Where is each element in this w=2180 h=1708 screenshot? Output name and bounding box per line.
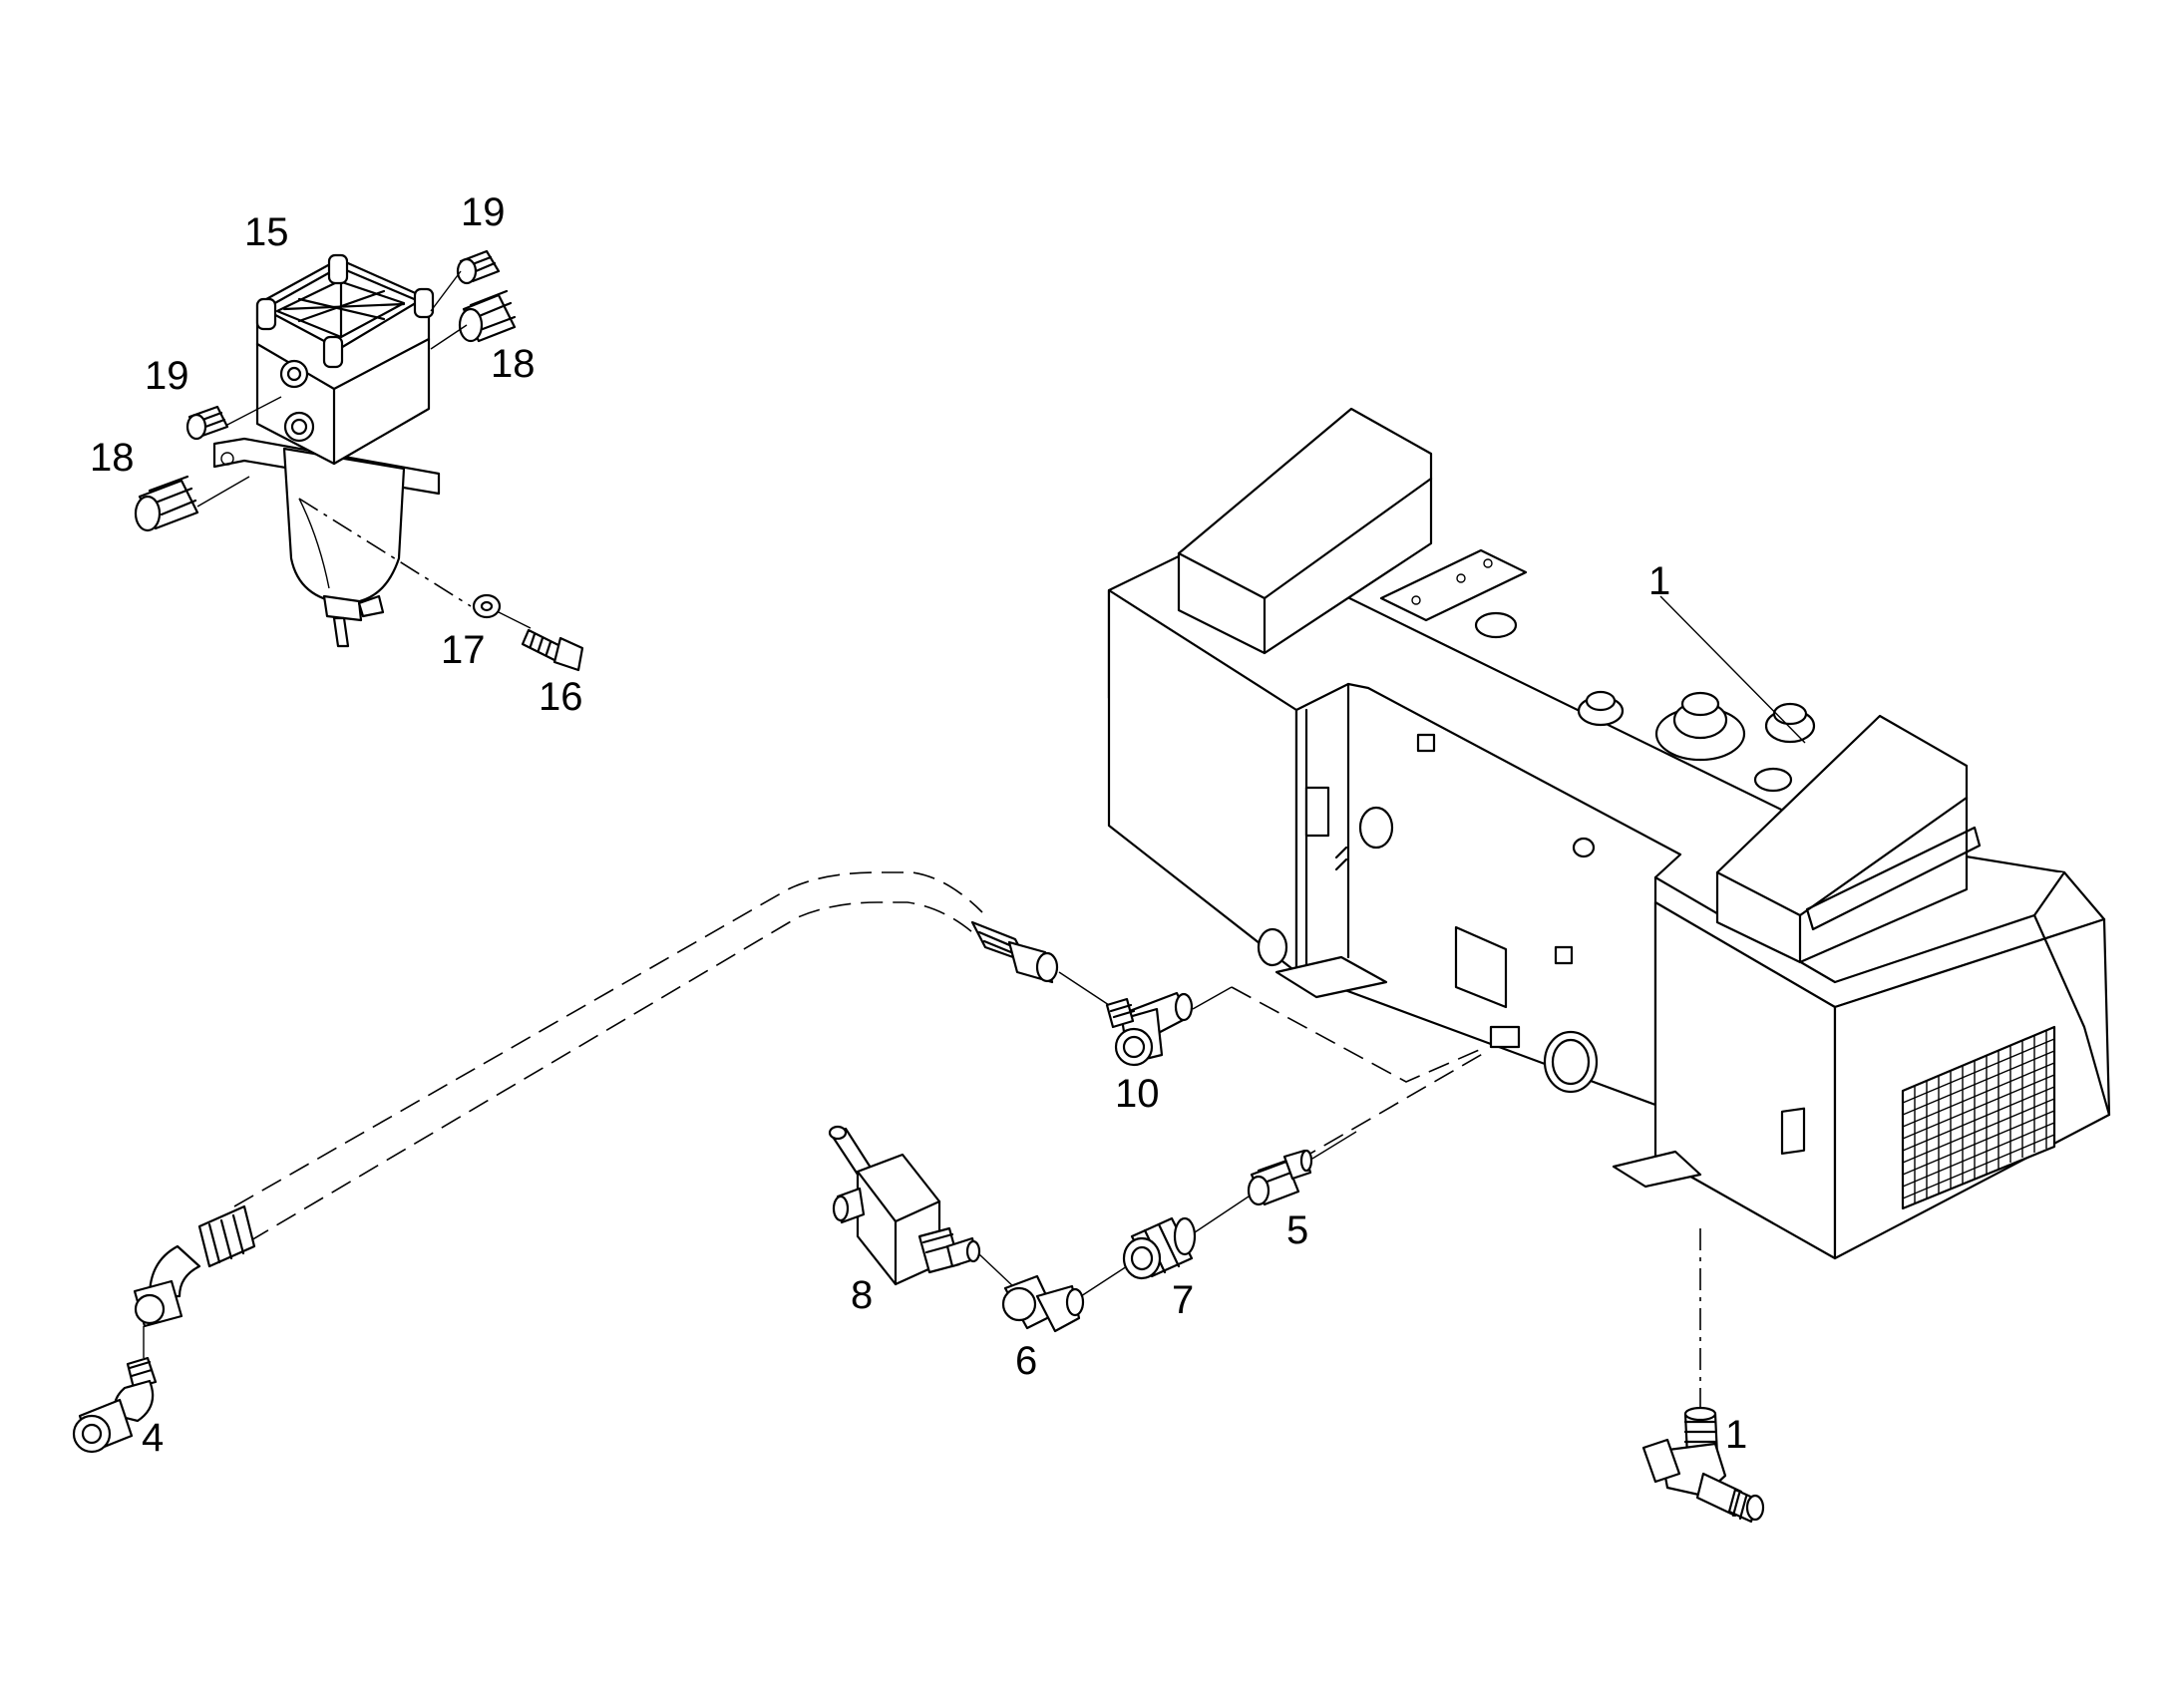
- washer-17-icon: [472, 593, 502, 619]
- fitting-18-left-icon: [134, 475, 199, 532]
- elbow-6-icon: [1001, 1274, 1085, 1333]
- ball-valve-icon: [828, 1125, 981, 1286]
- callout-6: 6: [1015, 1339, 1037, 1383]
- callout-5: 5: [1286, 1208, 1308, 1252]
- fuel-filter-icon: [212, 253, 441, 648]
- callout-7: 7: [1172, 1278, 1194, 1322]
- callout-19-left: 19: [145, 354, 189, 398]
- elbow-fitting-4-icon: [72, 1356, 158, 1454]
- tee-fitting-icon: [1641, 1406, 1765, 1524]
- callout-8: 8: [851, 1273, 873, 1317]
- callout-1-tee: 1: [1725, 1413, 1747, 1457]
- nipple-5-icon: [1247, 1149, 1313, 1206]
- nut-7-icon: [1122, 1216, 1197, 1280]
- callout-17: 17: [441, 628, 486, 672]
- plug-19-top-icon: [456, 249, 501, 285]
- callout-19-top: 19: [461, 190, 506, 234]
- fitting-18-top-icon: [458, 289, 517, 343]
- callout-10: 10: [1115, 1072, 1160, 1116]
- bolt-16-icon: [521, 628, 584, 672]
- callout-18-left: 18: [90, 436, 135, 480]
- callout-16: 16: [539, 675, 583, 719]
- callout-18-top: 18: [491, 342, 536, 386]
- fuel-tank-icon: [1107, 407, 2111, 1260]
- callout-15: 15: [244, 210, 289, 254]
- hose-icon: [133, 871, 1059, 1328]
- elbow-fitting-10-icon: [1105, 991, 1194, 1067]
- callout-4: 4: [142, 1416, 164, 1460]
- plug-19-left-icon: [185, 405, 229, 441]
- callout-1-tank: 1: [1648, 559, 1670, 603]
